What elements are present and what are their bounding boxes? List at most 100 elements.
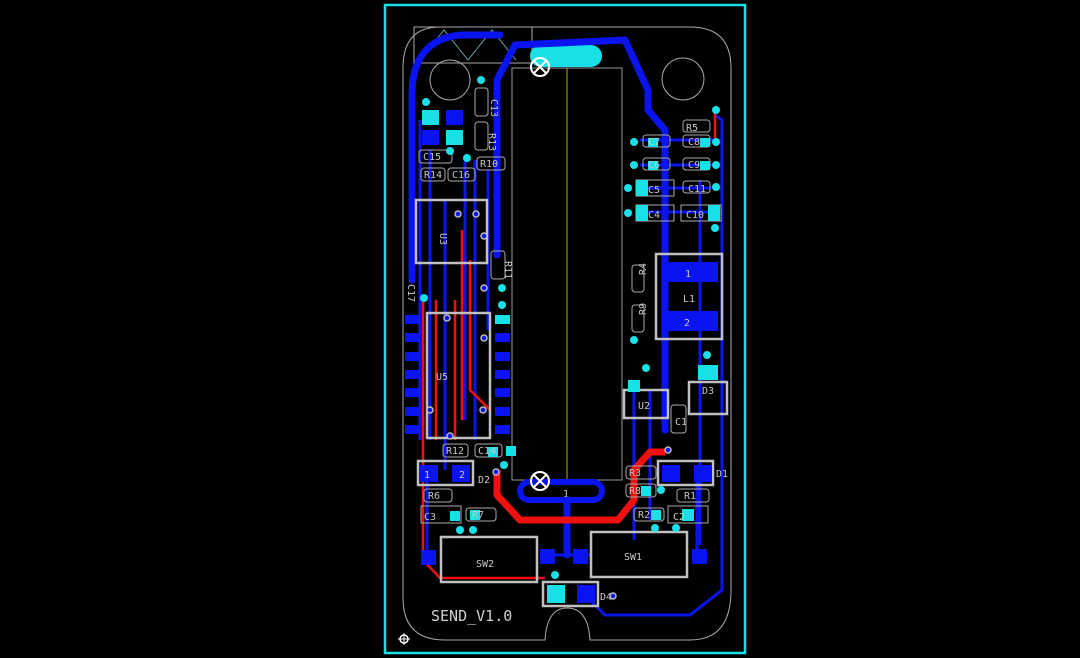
via xyxy=(630,336,638,344)
pad xyxy=(648,161,658,170)
via xyxy=(711,224,719,232)
via xyxy=(609,592,617,600)
pad xyxy=(631,264,645,293)
label-diode_pin2: 2 xyxy=(459,470,465,481)
label-c17: C17 xyxy=(405,284,416,302)
trace xyxy=(398,633,410,645)
d1-footprint xyxy=(656,459,715,487)
via xyxy=(630,161,638,169)
via xyxy=(426,406,434,414)
via xyxy=(551,571,559,579)
via xyxy=(446,432,454,440)
via xyxy=(703,351,711,359)
via xyxy=(480,334,488,342)
label-r6: R6 xyxy=(428,491,440,502)
label-r8: R8 xyxy=(629,486,641,497)
pad xyxy=(680,204,722,222)
label-sw1: SW1 xyxy=(624,552,642,563)
via xyxy=(642,364,650,372)
label-r12: R12 xyxy=(446,446,464,457)
label-diode_pin1: 1 xyxy=(424,470,430,481)
trace xyxy=(533,60,547,74)
pad xyxy=(442,443,469,458)
via xyxy=(498,284,506,292)
u2-footprint xyxy=(622,388,670,420)
via xyxy=(463,154,471,162)
via xyxy=(454,210,462,218)
pad xyxy=(405,388,420,397)
pad xyxy=(547,585,565,603)
pad xyxy=(422,130,439,145)
module-pad-bottom xyxy=(517,479,605,503)
label-l1_pin1: 1 xyxy=(685,269,691,280)
pad xyxy=(420,505,462,524)
label-r1: R1 xyxy=(684,491,696,502)
via xyxy=(422,98,430,106)
via xyxy=(672,524,680,532)
pad xyxy=(490,250,506,280)
mounting-hole xyxy=(429,59,471,101)
pad xyxy=(450,511,460,521)
pad xyxy=(540,549,555,564)
top-copper-traces xyxy=(421,110,717,580)
via xyxy=(456,526,464,534)
label-r5: R5 xyxy=(686,123,698,134)
pad xyxy=(692,549,707,564)
trace xyxy=(493,448,665,524)
pad xyxy=(495,352,510,361)
label-r11: R11 xyxy=(502,261,513,279)
fiducial-marks xyxy=(530,57,550,491)
trace xyxy=(493,36,669,434)
pad xyxy=(670,404,687,434)
pad xyxy=(631,304,645,333)
pad xyxy=(667,505,709,524)
pad xyxy=(423,488,453,503)
pad xyxy=(418,149,453,164)
pad xyxy=(633,507,665,522)
smd-pads xyxy=(405,110,718,603)
pad xyxy=(420,167,446,182)
pad xyxy=(405,370,420,379)
pad xyxy=(625,465,657,480)
label-u5: U5 xyxy=(436,372,448,383)
passive-footprints xyxy=(418,87,722,524)
pad xyxy=(495,407,510,416)
trace xyxy=(408,31,504,284)
pad xyxy=(495,388,510,397)
pad xyxy=(641,486,651,496)
label-u3: U3 xyxy=(437,233,448,245)
pad xyxy=(636,205,648,221)
label-c8: C8 xyxy=(688,137,700,148)
pad xyxy=(405,333,420,342)
label-r9: R9 xyxy=(638,303,649,315)
pad xyxy=(625,483,657,498)
trace xyxy=(434,230,491,440)
pad xyxy=(708,205,720,221)
pad xyxy=(636,180,648,196)
pad xyxy=(474,87,489,117)
trace xyxy=(640,138,715,214)
pad xyxy=(682,119,711,133)
label-c11: C11 xyxy=(688,184,706,195)
u3-footprint xyxy=(414,198,489,265)
pad xyxy=(470,510,480,520)
pad xyxy=(446,130,463,145)
pad xyxy=(447,167,476,182)
pad xyxy=(405,425,420,434)
trace xyxy=(418,120,490,470)
via xyxy=(712,138,720,146)
pad xyxy=(452,465,470,482)
label-r7: R7 xyxy=(472,510,484,521)
label-d1: D1 xyxy=(716,469,728,480)
via xyxy=(477,76,485,84)
u5-footprint xyxy=(425,311,492,440)
label-r10: R10 xyxy=(480,159,498,170)
via xyxy=(480,284,488,292)
pad xyxy=(476,156,506,171)
pad xyxy=(628,380,640,392)
via xyxy=(712,106,720,114)
via xyxy=(472,210,480,218)
label-r4: R4 xyxy=(638,263,649,275)
d3-footprint xyxy=(687,380,729,416)
